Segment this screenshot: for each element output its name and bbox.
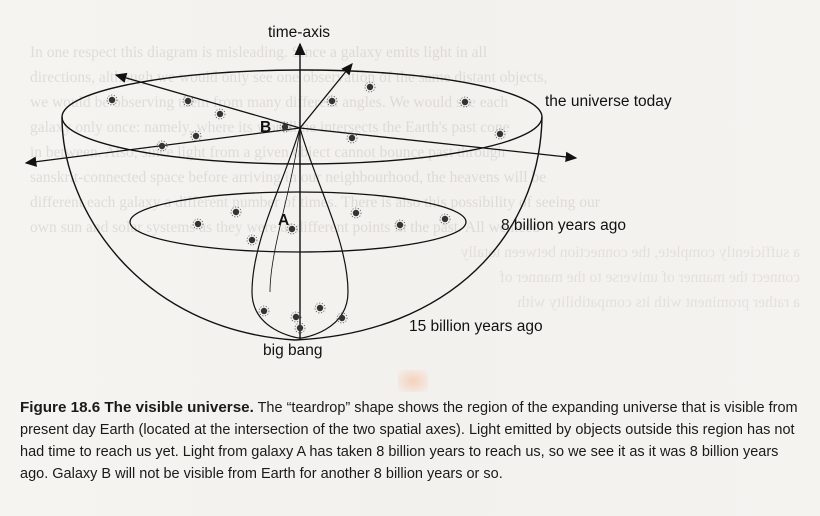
bleed-line: we would be observing them from many dif… [30,94,509,111]
eight-billion-ellipse [129,191,467,253]
bleed-through-text: In one respect this diagram is misleadin… [30,40,800,400]
universe-today-ellipse [61,69,543,165]
galaxy-icon [106,94,118,106]
bleed-line: sanskrit-connected space before arriving… [30,169,547,186]
galaxy-icon [394,219,406,231]
galaxy-icon [326,95,338,107]
fifteen-billion-label: 15 billion years ago [409,318,543,335]
galaxy-icon [230,206,242,218]
galaxy-icon [439,213,451,225]
galaxy-icon [192,218,204,230]
galaxy-icon [459,96,471,108]
spatial-axis-2 [299,62,353,129]
galaxy-b-label: B [260,119,272,136]
bleed-line: own sun and solar systems as they were a… [30,219,540,236]
galaxy-icon [182,95,194,107]
galaxy-icon [246,234,258,246]
figure-caption: Figure 18.6 The visible universe. The “t… [20,397,810,485]
universe-today-label: the universe today [545,93,672,110]
bleed-line: galaxy only once: namely, where its worl… [30,119,510,136]
galaxy-icon [214,108,226,120]
galaxy-icon [494,128,506,140]
galaxy-icon [258,305,270,317]
bleed-line: different each galaxy a different number… [30,194,600,211]
bleed-line: directions, although we would only see o… [30,69,548,86]
spatial-axis-2c [114,72,301,129]
eight-billion-label: 8 billion years ago [501,217,626,234]
galaxy-a-label: A [278,212,290,229]
galaxy-icon [314,302,326,314]
galaxy-icon [350,207,362,219]
ink-smudge [398,370,428,392]
bleed-line: In one respect this diagram is misleadin… [30,44,488,61]
bleed-line: in between. Also, since light from a giv… [30,144,506,161]
teardrop-inner-line [269,127,301,293]
big-bang-label: big bang [263,342,323,359]
spatial-axis-1b [299,127,578,163]
figure-caption-title: Figure 18.6 The visible universe. [20,399,254,416]
galaxy-icon [364,81,376,93]
figure-caption-body: The “teardrop” shape shows the region of… [20,400,798,482]
spatial-axis-2b [64,128,300,205]
galaxy-icon [190,130,202,142]
spacetime-bowl [61,116,543,341]
time-axis-label: time-axis [268,24,331,41]
